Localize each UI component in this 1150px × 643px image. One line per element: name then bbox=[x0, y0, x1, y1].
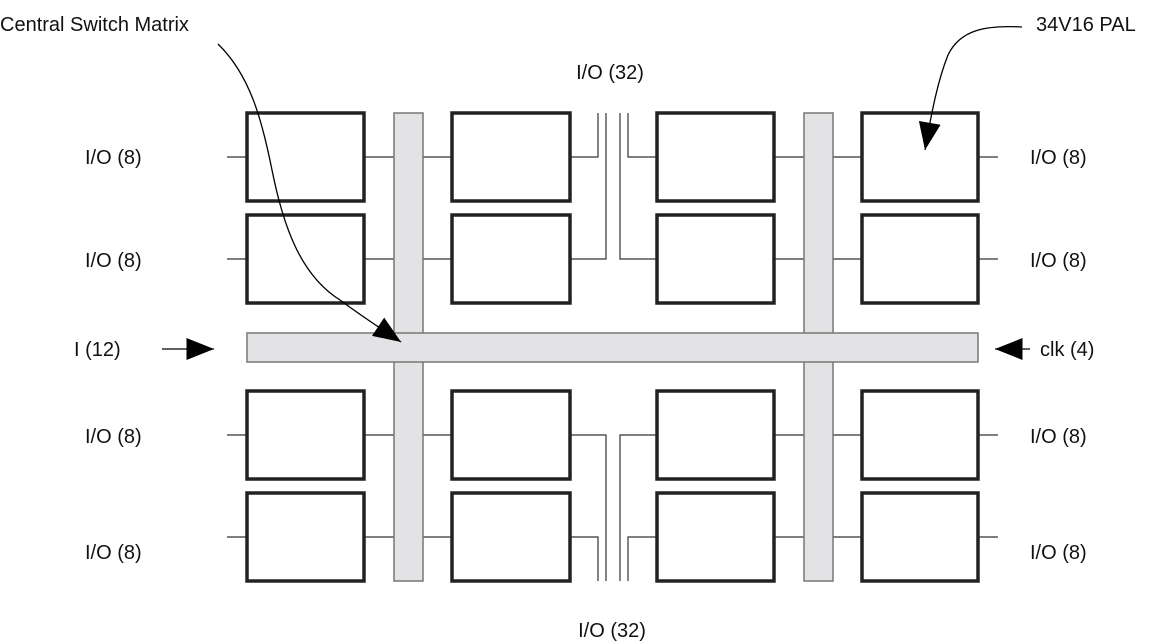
left-io-label: I/O (8) bbox=[85, 426, 142, 448]
pal-block bbox=[860, 389, 980, 481]
pal-block bbox=[450, 213, 572, 305]
clock-label: clk (4) bbox=[1040, 339, 1094, 361]
pal-block bbox=[450, 389, 572, 481]
pal-block bbox=[655, 389, 776, 481]
io-bottom-label: I/O (32) bbox=[578, 620, 646, 642]
right-io-label: I/O (8) bbox=[1030, 250, 1087, 272]
left-io-label: I/O (8) bbox=[85, 250, 142, 272]
left-io-label: I/O (8) bbox=[85, 147, 142, 169]
left-io-label: I/O (8) bbox=[85, 542, 142, 564]
pal-block bbox=[860, 111, 980, 203]
switch-matrix-callout-arrow bbox=[217, 43, 402, 343]
right-io-label: I/O (8) bbox=[1030, 426, 1087, 448]
pal-block bbox=[860, 491, 980, 583]
pal-block bbox=[245, 389, 366, 481]
pal-block bbox=[245, 111, 366, 203]
io-top-bus bbox=[570, 113, 657, 260]
central-switch-matrix-label: Central Switch Matrix bbox=[0, 14, 189, 36]
pal-blocks bbox=[245, 111, 980, 583]
pal-block bbox=[655, 111, 776, 203]
io-top-label: I/O (32) bbox=[576, 62, 644, 84]
right-io-label: I/O (8) bbox=[1030, 147, 1087, 169]
right-io-label: I/O (8) bbox=[1030, 542, 1087, 564]
io-bottom-bus bbox=[570, 434, 657, 581]
input-label: I (12) bbox=[74, 339, 121, 361]
pal-block bbox=[450, 491, 572, 583]
pal-block bbox=[450, 111, 572, 203]
pal-block bbox=[245, 213, 366, 305]
pal-label: 34V16 PAL bbox=[1036, 14, 1136, 36]
pal-callout-arrow bbox=[918, 25, 1023, 151]
pal-block bbox=[655, 213, 776, 305]
wires bbox=[227, 113, 998, 581]
pal-block bbox=[245, 491, 366, 583]
pal-block bbox=[655, 491, 776, 583]
pal-block bbox=[860, 213, 980, 305]
central-switch-matrix bbox=[246, 112, 979, 582]
